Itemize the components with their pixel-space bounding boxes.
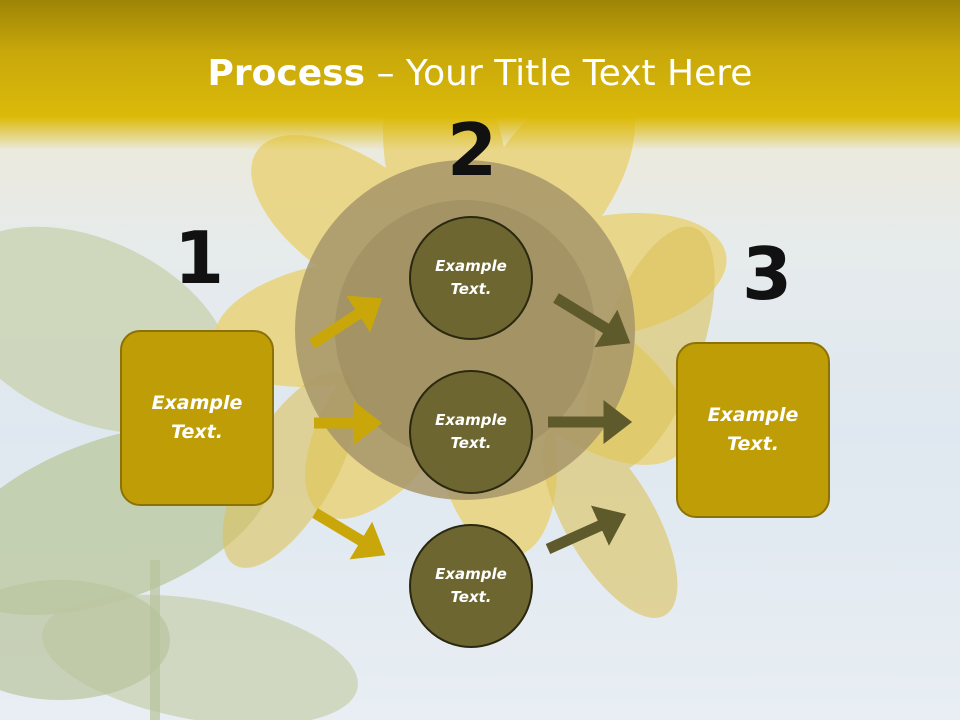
step-number-1: 1 — [173, 216, 225, 300]
step-number-2: 2 — [446, 108, 498, 192]
step-2-circle-middle: Example Text. — [409, 370, 533, 494]
step-3-box: Example Text. — [676, 342, 830, 518]
step-3-text: Example Text. — [707, 404, 799, 455]
title-rest: – Your Title Text Here — [365, 53, 753, 94]
step-number-3: 3 — [741, 232, 793, 316]
step-1-text: Example Text. — [151, 392, 243, 443]
step-1-box: Example Text. — [120, 330, 274, 506]
step-2-text-bottom: Example Text. — [435, 565, 507, 606]
title-bold: Process — [207, 53, 366, 94]
title-bar — [0, 0, 960, 150]
step-2-text-middle: Example Text. — [435, 411, 507, 452]
step-2-circle-top: Example Text. — [409, 216, 533, 340]
step-2-circle-bottom: Example Text. — [409, 524, 533, 648]
step-2-text-top: Example Text. — [435, 257, 507, 298]
slide-title: Process – Your Title Text Here — [0, 52, 960, 96]
